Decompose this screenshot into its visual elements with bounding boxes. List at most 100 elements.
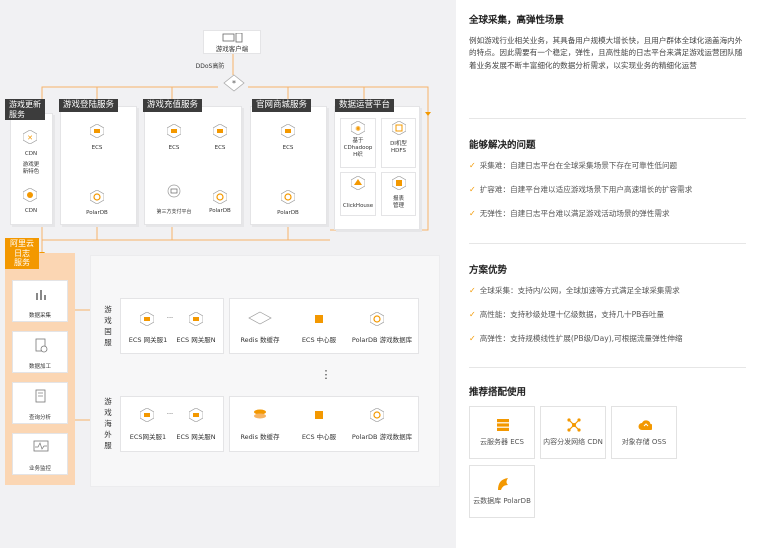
check-icon: ✓ [469,209,476,218]
recharge-ecs-label-1: ECS [168,145,180,151]
recharge-service-title: 游戏充值服务 [143,99,203,112]
ddos-label: DDoS高防 [195,63,225,70]
mall-service-title: 官网商城服务 [252,99,312,112]
domestic-gateway-group [120,298,224,354]
product-card-polardb[interactable]: 云数据库 PolarDB [469,465,535,518]
product-card-cdn[interactable]: 内容分发网络 CDN [540,406,606,459]
login-polardb-label: PolarDB [86,210,108,216]
domestic-polardb-icon [370,312,384,326]
overseas-redis-icon [254,409,266,419]
domestic-gateway-icon-n [189,312,203,326]
mall-ecs-icon [281,124,295,138]
product-label: 云数据库 PolarDB [473,497,531,505]
recharge-ecs-icon-2 [213,124,227,138]
overseas-polardb-icon [370,408,384,422]
mall-ecs-label: ECS [282,145,294,151]
recharge-polardb-icon [213,190,227,204]
client-devices-icon [222,33,243,43]
product-label: 对象存储 OSS [621,438,667,446]
overseas-core-group [229,396,419,452]
overseas-gateway-icon-1 [140,408,154,422]
game-servers-region [90,255,440,487]
overseas-redis-label: Redis 数缓存 [240,433,280,441]
domestic-gateway-icon-1 [140,312,154,326]
advantages-title: 方案优势 [469,265,508,276]
game-client-label: 游戏客户端 [215,45,249,53]
clickhouse-icon [351,176,365,190]
sls-item-query: 查询分析 [12,382,68,424]
overseas-gateway-group [120,396,224,452]
architecture-diagram: 游戏客户端 DDoS高防 * 游戏更新 服务 ✕ CDN 游戏更 新特色 CDN… [0,0,456,548]
sls-title: 阿里云 日志 服务 [5,238,39,269]
product-card-oss[interactable]: 对象存储 OSS [611,406,677,459]
advantage-item: ✓高性能：支持秒级处理十亿级数据，支持几十PB吞吐量 [469,310,665,319]
scenario-title: 全球采集，高弹性场景 [469,15,565,26]
hadoop-label: 基于 CDhadoop H织 [343,138,373,158]
check-icon: ✓ [469,185,476,194]
problems-title: 能够解决的问题 [469,140,536,151]
problem-item: ✓无弹性：自建日志平台难以满足游戏活动场景的弹性需求 [469,209,670,218]
domestic-gateway-1-label: ECS 网关服1 [128,336,168,344]
login-ecs-label: ECS [91,145,103,151]
overseas-gateway-1-label: ECS网关服1 [129,433,167,441]
domestic-server-label: 游戏国服 [104,305,112,347]
clickhouse-box: ClickHouse [340,172,376,216]
problem-item: ✓采集难：自建日志平台在全球采集场景下存在可靠性低问题 [469,161,678,170]
divider [469,118,746,119]
game-client-box: 游戏客户端 [203,30,261,54]
overseas-ecs-center-icon [315,411,323,419]
overseas-gateway-n-label: ECS 网关服N [176,433,216,441]
domestic-ecs-center-icon [315,315,323,323]
advantage-item: ✓全球采集：支持内/公网，全球加速等方式满足全球采集需求 [469,286,680,295]
domestic-gateway-n-label: ECS 网关服N [176,336,216,344]
third-party-pay-icon [167,184,181,198]
overseas-polardb-label: PolarDB 游戏数据库 [351,433,413,441]
sls-item-label: 数据加工 [28,364,51,370]
domestic-ecs-center-label: ECS 中心服 [301,336,337,344]
login-ecs-icon [90,124,104,138]
check-icon: ✓ [469,310,476,319]
sls-item-monitor: 业务监控 [12,433,68,475]
vertical-ellipsis: ⋮ [320,368,332,381]
svg-text:✺: ✺ [355,125,361,133]
domestic-redis-icon [248,311,272,325]
hadoop-box: ✺ 基于 CDhadoop H织 [340,118,376,168]
ops-platform-title: 数据运营平台 [335,99,395,112]
product-card-ecs[interactable]: 云服务器 ECS [469,406,535,459]
cdn-icon [567,418,581,432]
mall-polardb-label: PolarDB [277,210,299,216]
check-icon: ✓ [469,286,476,295]
cdn-label-1: CDN [24,151,38,157]
hdfs-box: DI机型 HDFS [381,118,416,168]
document-gear-icon [35,338,48,353]
sls-item-label: 业务监控 [28,466,51,472]
solution-panel: 全球采集，高弹性场景 例如游戏行业相关业务，其具备用户规模大增长快，且用户群体全… [456,0,774,548]
domestic-polardb-label: PolarDB 游戏数据库 [351,336,413,344]
hdfs-label: DI机型 HDFS [390,141,407,155]
recommend-title: 推荐搭配使用 [469,387,527,398]
report-label: 报表 管理 [392,196,404,210]
sls-item-label: 数据采集 [28,313,51,319]
sls-item-collect: 数据采集 [12,280,68,322]
update-service-title: 游戏更新 服务 [5,99,45,121]
login-polardb-icon [90,190,104,204]
overseas-server-label: 游戏海外服 [104,397,112,450]
third-party-pay-label: 第三方支付平台 [156,209,192,215]
overseas-ellipsis: ··· [166,410,174,418]
cdn-icon-2 [23,188,37,202]
cdn-icon: ✕ [23,130,37,144]
hdfs-icon [392,121,406,135]
mall-polardb-icon [281,190,295,204]
hadoop-icon: ✺ [351,121,365,135]
scenario-description: 例如游戏行业相关业务，其具备用户规模大增长快，且用户群体全球化涵盖海内外的特点。… [469,36,743,70]
problem-item: ✓扩容难：自建平台难以适应游戏场景下用户高速增长的扩容需求 [469,185,693,194]
bar-chart-icon [36,290,46,300]
divider [469,243,746,244]
check-icon: ✓ [469,334,476,343]
divider [469,367,746,368]
product-label: 云服务器 ECS [480,438,524,446]
domestic-core-group [229,298,419,354]
overseas-gateway-icon-n [189,408,203,422]
login-service-title: 游戏登陆服务 [59,99,119,112]
svg-text:*: * [232,79,236,88]
